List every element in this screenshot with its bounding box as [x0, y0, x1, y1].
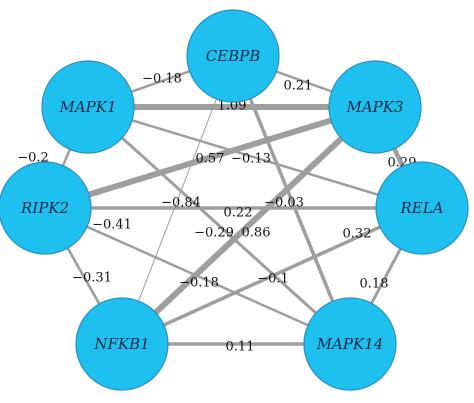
edge-weight-label: 0.11: [226, 340, 255, 355]
edge-mapk1-mapk14: [86, 105, 352, 346]
node-circle: [303, 297, 397, 391]
edge-weight-label: −0.03: [264, 196, 304, 211]
edge-weight-label: −0.18: [179, 276, 219, 291]
node-rela: RELA: [375, 161, 469, 255]
node-ripk2: RIPK2: [0, 161, 92, 255]
node-label: MAPK14: [316, 335, 384, 353]
edge-weight-label: 0.32: [343, 227, 372, 242]
edge-nfkb1-rela: [120, 206, 424, 346]
edge-weight-label: 0.18: [360, 277, 389, 292]
edge-weight-label: −0.29: [194, 226, 234, 241]
edge-cebpb-nfkb1: [121, 55, 234, 345]
edge-weight-label: −0.31: [72, 271, 112, 286]
edge-weight-label: 0.86: [242, 226, 271, 241]
edge-cebpb-mapk14: [231, 54, 352, 346]
node-circle: [75, 297, 169, 391]
node-label: RIPK2: [20, 199, 69, 217]
node-label: CEBPB: [206, 47, 261, 65]
node-label: RELA: [399, 199, 443, 217]
node-circle: [0, 161, 92, 255]
node-mapk14: MAPK14: [303, 297, 397, 391]
edge-mapk1-rela: [86, 105, 424, 210]
node-circle: [186, 9, 280, 103]
edge-weight-label: 0.57: [196, 152, 225, 167]
node-circle: [375, 161, 469, 255]
edge-nfkb1-mapk3: [119, 104, 378, 347]
edge-ripk2-mapk14: [43, 206, 352, 346]
edge-weight-label: 1.09: [218, 99, 247, 114]
node-circle: [328, 60, 422, 154]
node-cebpb: CEBPB: [186, 9, 280, 103]
node-label: NFKB1: [93, 335, 149, 353]
edge-weight-label: −0.41: [92, 218, 132, 233]
node-mapk1: MAPK1: [41, 60, 135, 154]
edge-weight-label: 0.21: [284, 79, 313, 94]
edge-weight-label: −0.1: [257, 272, 289, 287]
edge-weight-label: 0.22: [224, 206, 253, 221]
edge-weight-label: −0.18: [142, 72, 182, 87]
edges-layer: [42, 54, 425, 347]
edge-ripk2-mapk3: [42, 104, 378, 211]
node-circle: [41, 60, 135, 154]
edge-weight-label: −0.13: [231, 152, 271, 167]
node-label: MAPK3: [345, 98, 403, 116]
node-mapk3: MAPK3: [328, 60, 422, 154]
node-label: MAPK1: [58, 98, 116, 116]
edge-weight-label: −0.84: [161, 196, 201, 211]
node-nfkb1: NFKB1: [75, 297, 169, 391]
